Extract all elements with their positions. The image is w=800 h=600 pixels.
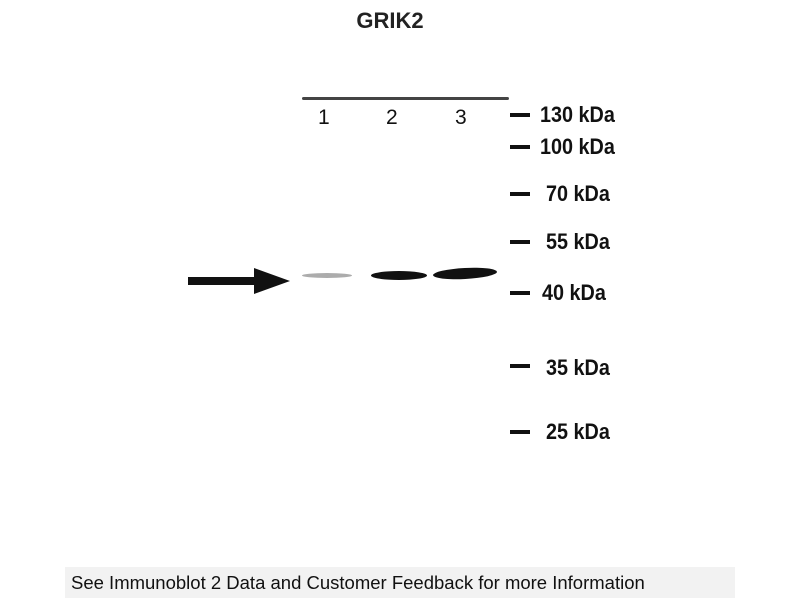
footer-note: See Immunoblot 2 Data and Customer Feedb… (65, 567, 735, 598)
lane-label-1: 1 (318, 106, 330, 129)
marker-tick-40 (510, 291, 530, 295)
band-lane-3 (432, 266, 498, 281)
marker-label-35: 35 kDa (546, 355, 610, 380)
lane-top-line (302, 97, 509, 100)
footer-text: See Immunoblot 2 Data and Customer Feedb… (71, 572, 645, 593)
marker-tick-25 (510, 430, 530, 434)
marker-label-55: 55 kDa (546, 229, 610, 254)
band-lane-2 (371, 271, 427, 280)
band-lane-1 (302, 273, 352, 278)
lane-label-2: 2 (386, 106, 398, 129)
marker-label-40: 40 kDa (542, 280, 606, 305)
marker-label-25: 25 kDa (546, 419, 610, 444)
marker-label-100: 100 kDa (540, 134, 615, 159)
marker-tick-100 (510, 145, 530, 149)
blot-title: GRIK2 (356, 8, 424, 33)
marker-tick-35 (510, 364, 530, 368)
marker-tick-55 (510, 240, 530, 244)
marker-tick-70 (510, 192, 530, 196)
marker-tick-130 (510, 113, 530, 117)
marker-label-130: 130 kDa (540, 102, 615, 127)
marker-label-70: 70 kDa (546, 181, 610, 206)
lane-label-3: 3 (455, 106, 467, 129)
band-arrow-icon (188, 268, 290, 294)
